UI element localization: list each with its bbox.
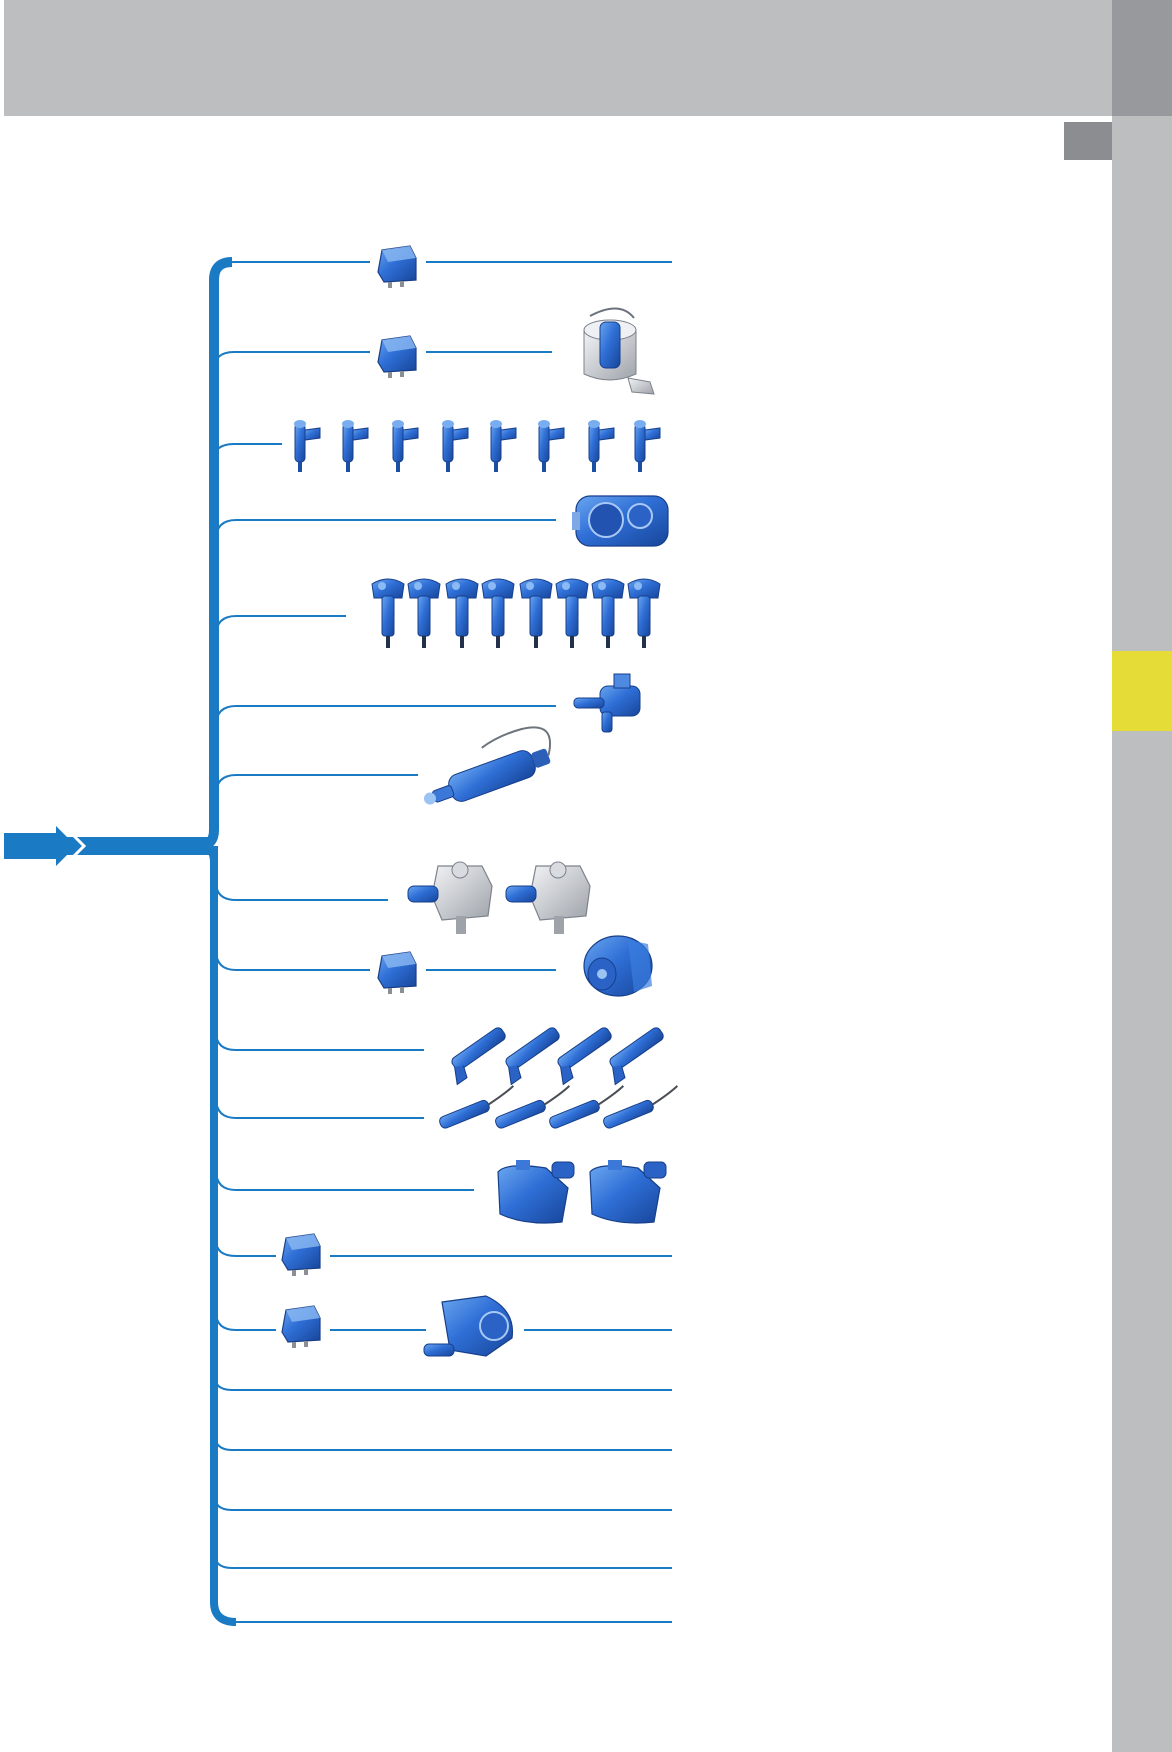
header-marker-square [1064,122,1112,160]
camshaft-valve-icon [407,861,493,934]
ignition-coil-icon [481,578,515,649]
fuel-injector-icon [537,419,565,473]
header-dark-tab [1112,0,1172,116]
water-pump-icon [423,1295,514,1357]
air-pump-motor-icon [583,935,653,997]
ignition-coil-icon [519,578,553,649]
fuel-injector-icon [489,419,517,473]
oxygen-sensor-icon [603,1085,679,1129]
fuel-injector-icon [293,419,321,473]
fuel-injector-icon [391,419,419,473]
camshaft-sensor-icon [557,1027,612,1086]
relay-icon [377,335,417,379]
oxygen-sensor-icon [439,1085,515,1129]
trunk-line [4,257,237,1626]
flap-actuator-icon [497,1160,575,1224]
branch-lines [213,261,672,1623]
fuel-injector-icon [633,419,661,473]
throttle-body-icon [572,495,669,547]
oxygen-sensor-icon [495,1085,571,1129]
fuel-injector-icon [441,419,469,473]
relay-icon [377,245,417,289]
ignition-coil-icon [591,578,625,649]
camshaft-sensor-icon [451,1027,506,1086]
ignition-coil-icon [627,578,661,649]
relay-icon [281,1233,321,1277]
camshaft-valve-icon [505,861,591,934]
right-arrow-icon [4,824,87,868]
relay-icon [377,951,417,995]
camshaft-sensor-icon [505,1027,560,1086]
ignition-coil-icon [445,578,479,649]
camshaft-sensor-icon [609,1027,664,1086]
evap-purge-valve-icon [573,673,641,733]
chapter-marker-tab [1112,651,1172,731]
actuator-solenoid-icon [423,726,551,805]
fuel-pump-module-icon [583,307,655,395]
camshaft-sensor-row [451,1027,664,1086]
header-band [4,0,1112,116]
ignition-coil-icon [555,578,589,649]
fuel-injector-icon [341,419,369,473]
ignition-coil-icon [407,578,441,649]
fuel-injector-icon [587,419,615,473]
flap-actuator-icon [589,1160,667,1224]
sidebar-bar [1112,116,1172,1752]
ignition-coil-icon [371,578,405,649]
oxygen-sensor-row [439,1085,679,1129]
relay-icon [281,1305,321,1349]
oxygen-sensor-icon [549,1085,625,1129]
ignition-coil-row [371,578,661,649]
fuel-injector-row [293,419,661,473]
